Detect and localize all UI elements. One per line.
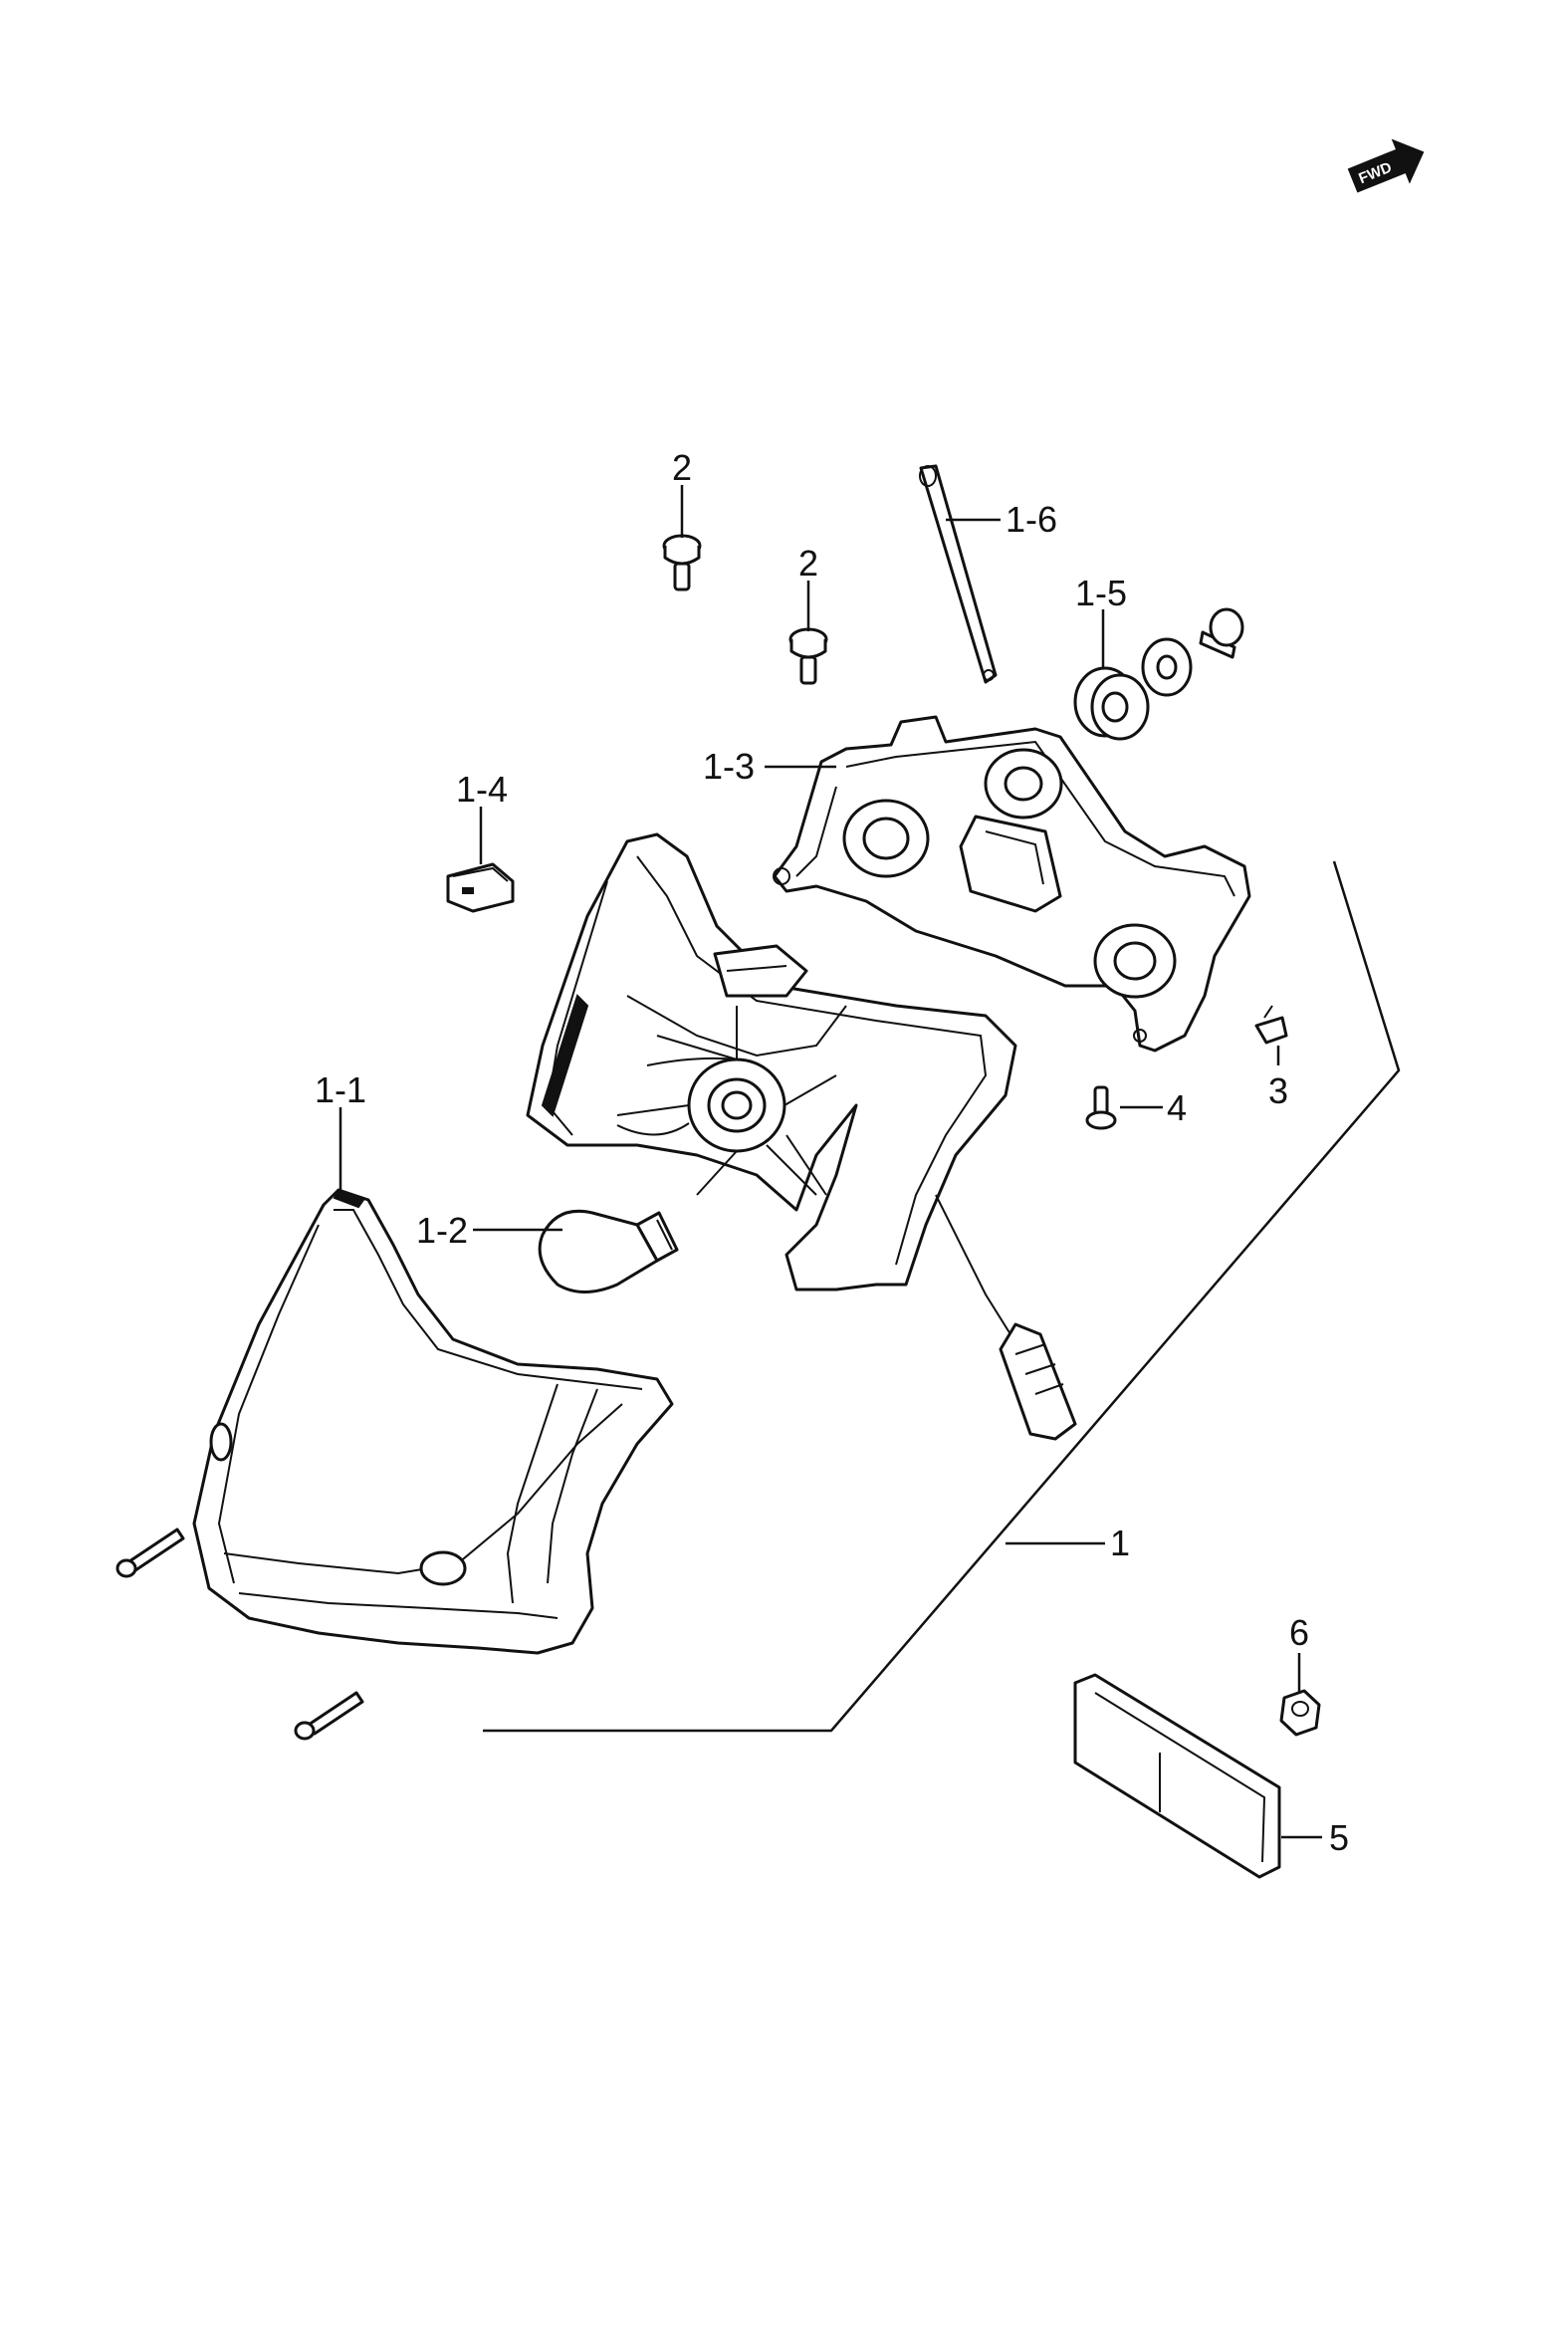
leader-lines	[338, 485, 1322, 1839]
washer	[1141, 637, 1193, 697]
callout-3: 3	[1268, 1070, 1288, 1111]
bulb	[538, 1209, 679, 1294]
screw-4	[1085, 1085, 1117, 1130]
cable-tie	[919, 464, 998, 684]
callout-6: 6	[1289, 1612, 1309, 1653]
callout-1-3: 1-3	[703, 746, 755, 787]
callout-1-4: 1-4	[456, 769, 508, 810]
lamp-housing	[526, 832, 1077, 1441]
bolt	[1199, 607, 1244, 659]
nut	[1279, 1689, 1321, 1737]
callout-1-5: 1-5	[1075, 573, 1127, 613]
socket-cap	[446, 862, 515, 913]
callout-5: 5	[1329, 1817, 1349, 1858]
callout-1: 1	[1110, 1523, 1130, 1563]
callout-1-6: 1-6	[1006, 499, 1057, 540]
callout-2-lower: 2	[798, 543, 818, 584]
screw-2b	[788, 627, 828, 685]
assembly-boundary	[483, 860, 1401, 1733]
callout-1-2: 1-2	[416, 1210, 468, 1251]
mounting-bracket	[773, 715, 1251, 1053]
fwd-arrow-icon: FWD	[1347, 138, 1425, 193]
grommet	[1073, 666, 1150, 741]
clip	[1254, 1005, 1288, 1045]
screw-2a	[662, 534, 702, 591]
lens-screw-upper	[115, 1528, 185, 1578]
reflector	[1073, 1673, 1281, 1879]
lens	[192, 1188, 674, 1655]
callout-1-1: 1-1	[315, 1069, 366, 1110]
callout-2-upper: 2	[672, 447, 692, 488]
lens-screw-lower	[294, 1691, 364, 1741]
callout-4: 4	[1167, 1087, 1187, 1128]
